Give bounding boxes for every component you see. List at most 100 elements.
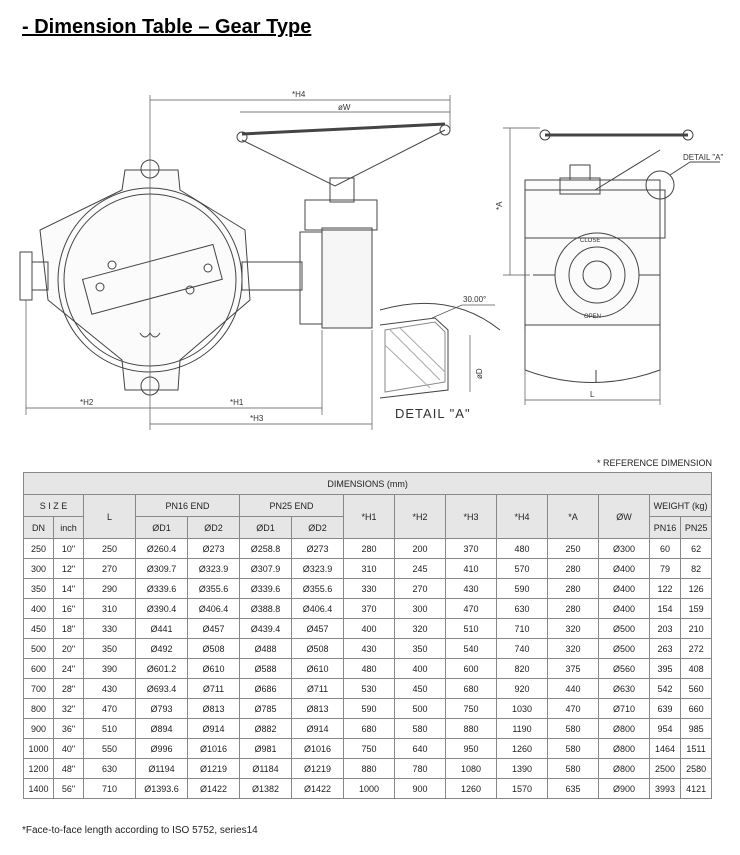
table-cell: Ø800: [598, 758, 650, 779]
table-cell: 635: [547, 778, 599, 799]
table-cell: Ø400: [598, 578, 650, 599]
table-cell: 40": [53, 738, 84, 759]
footnote: *Face-to-face length according to ISO 57…: [22, 825, 258, 836]
l-header: L: [83, 494, 136, 539]
h3-label: *H3: [250, 414, 264, 423]
table-cell: 290: [83, 578, 136, 599]
table-cell: 395: [649, 658, 681, 679]
table-cell: 540: [445, 638, 497, 659]
table-cell: 280: [343, 538, 395, 559]
table-cell: 203: [649, 618, 681, 639]
table-cell: 16": [53, 598, 84, 619]
table-cell: 1400: [23, 778, 54, 799]
table-cell: 480: [496, 538, 548, 559]
table-cell: 320: [547, 618, 599, 639]
table-cell: 400: [343, 618, 395, 639]
table-cell: Ø488: [239, 638, 292, 659]
table-cell: Ø610: [291, 658, 344, 679]
weight-header: WEIGHT (kg): [648, 494, 713, 517]
detail-a-reference-label: DETAIL "A": [683, 153, 724, 162]
table-cell: Ø793: [135, 698, 188, 719]
weight-pn16-header: PN16: [649, 516, 681, 539]
table-cell: Ø914: [187, 718, 240, 739]
table-cell: 820: [496, 658, 548, 679]
table-cell: 410: [445, 558, 497, 579]
table-cell: 3993: [649, 778, 681, 799]
d-label: øD: [475, 368, 484, 379]
size-header: S I Z E: [23, 494, 84, 517]
table-cell: Ø307.9: [239, 558, 292, 579]
table-cell: Ø273: [291, 538, 344, 559]
h1-header: *H1: [343, 494, 395, 539]
pn16-d1-header: ØD1: [135, 516, 188, 539]
table-cell: Ø686: [239, 678, 292, 699]
table-cell: Ø711: [291, 678, 344, 699]
detail-a-title: DETAIL "A": [395, 406, 471, 421]
table-cell: 700: [23, 678, 54, 699]
table-cell: Ø457: [187, 618, 240, 639]
table-cell: 530: [343, 678, 395, 699]
close-label: CLOSE: [580, 238, 600, 244]
table-cell: 590: [496, 578, 548, 599]
table-cell: Ø508: [187, 638, 240, 659]
table-cell: 470: [547, 698, 599, 719]
table-cell: Ø1219: [187, 758, 240, 779]
table-cell: 639: [649, 698, 681, 719]
table-cell: 680: [343, 718, 395, 739]
table-cell: 640: [394, 738, 446, 759]
table-cell: Ø813: [291, 698, 344, 719]
table-cell: 985: [679, 718, 713, 739]
table-cell: 680: [445, 678, 497, 699]
table-cell: 954: [649, 718, 681, 739]
table-cell: 280: [547, 598, 599, 619]
table-cell: 350: [394, 638, 446, 659]
angle-label: 30.00°: [463, 295, 486, 304]
table-cell: 32": [53, 698, 84, 719]
h3-header: *H3: [445, 494, 497, 539]
table-cell: Ø406.4: [291, 598, 344, 619]
table-cell: 200: [394, 538, 446, 559]
a-label: *A: [495, 201, 504, 210]
table-cell: 56": [53, 778, 84, 799]
table-cell: 272: [679, 638, 713, 659]
table-cell: Ø800: [598, 718, 650, 739]
table-cell: 10": [53, 538, 84, 559]
front-view: [19, 122, 451, 396]
table-cell: 880: [445, 718, 497, 739]
table-cell: Ø894: [135, 718, 188, 739]
table-cell: Ø1016: [187, 738, 240, 759]
table-cell: 310: [343, 558, 395, 579]
table-cell: 122: [649, 578, 681, 599]
table-cell: 263: [649, 638, 681, 659]
table-cell: 630: [496, 598, 548, 619]
table-cell: 1464: [649, 738, 681, 759]
table-cell: 630: [83, 758, 136, 779]
pn25-end-header: PN25 END: [239, 494, 344, 517]
table-cell: Ø309.7: [135, 558, 188, 579]
valve-technical-drawing: *H4 øW *H2 *H1 *H3 *A L DETAIL "A" 30.00…: [19, 90, 724, 430]
table-cell: Ø693.4: [135, 678, 188, 699]
table-cell: Ø500: [598, 638, 650, 659]
table-cell: Ø630: [598, 678, 650, 699]
table-cell: 500: [394, 698, 446, 719]
table-cell: 550: [83, 738, 136, 759]
table-cell: Ø388.8: [239, 598, 292, 619]
table-cell: 430: [83, 678, 136, 699]
dn-header: DN: [23, 516, 54, 539]
table-cell: 660: [679, 698, 713, 719]
table-cell: Ø300: [598, 538, 650, 559]
table-cell: 600: [23, 658, 54, 679]
table-cell: 510: [445, 618, 497, 639]
table-cell: 250: [83, 538, 136, 559]
table-cell: Ø339.6: [135, 578, 188, 599]
table-cell: 36": [53, 718, 84, 739]
table-cell: 470: [445, 598, 497, 619]
table-cell: 1200: [23, 758, 54, 779]
table-cell: 250: [547, 538, 599, 559]
